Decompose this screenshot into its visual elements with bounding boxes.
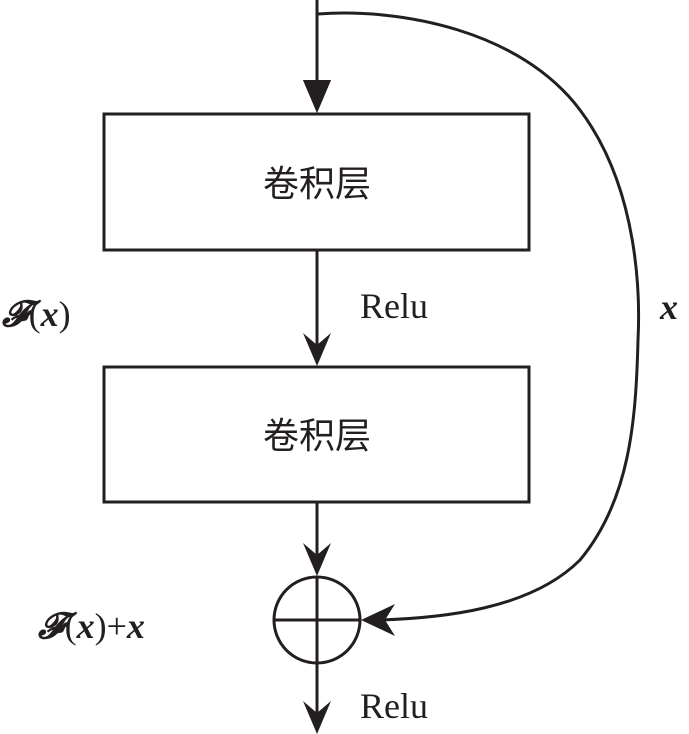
add-operator-icon: [272, 575, 362, 665]
input-arrowhead-notch: [303, 80, 331, 113]
residual-function-label: 𝓕(x): [1, 294, 71, 334]
shortcut-arrowhead: [361, 604, 395, 636]
relu-label-middle: Relu: [360, 286, 428, 326]
conv-layer-2-label: 卷积层: [263, 416, 371, 457]
conv-layer-1-label: 卷积层: [263, 164, 371, 205]
conv-layer-2: 卷积层: [102, 365, 531, 504]
sum-plus: +: [107, 606, 127, 646]
residual-open-paren: (: [29, 294, 41, 334]
sum-label: 𝓕(x)+x: [37, 606, 145, 646]
shortcut-label: x: [659, 287, 678, 327]
residual-x: x: [40, 294, 59, 334]
residual-close-paren: ): [59, 294, 71, 334]
sum-x: x: [76, 606, 95, 646]
middle-arrowhead: [303, 333, 331, 366]
sum-x2: x: [126, 606, 145, 646]
conv-layer-1: 卷积层: [102, 112, 531, 252]
relu-label-output: Relu: [360, 686, 428, 726]
shortcut-connection: [317, 11, 641, 622]
conv-layer-1-box: [102, 112, 531, 252]
to-sum-arrowhead: [303, 543, 331, 576]
output-arrowhead: [303, 701, 331, 734]
sum-close-paren: ): [95, 606, 107, 646]
sum-open-paren: (: [65, 606, 77, 646]
